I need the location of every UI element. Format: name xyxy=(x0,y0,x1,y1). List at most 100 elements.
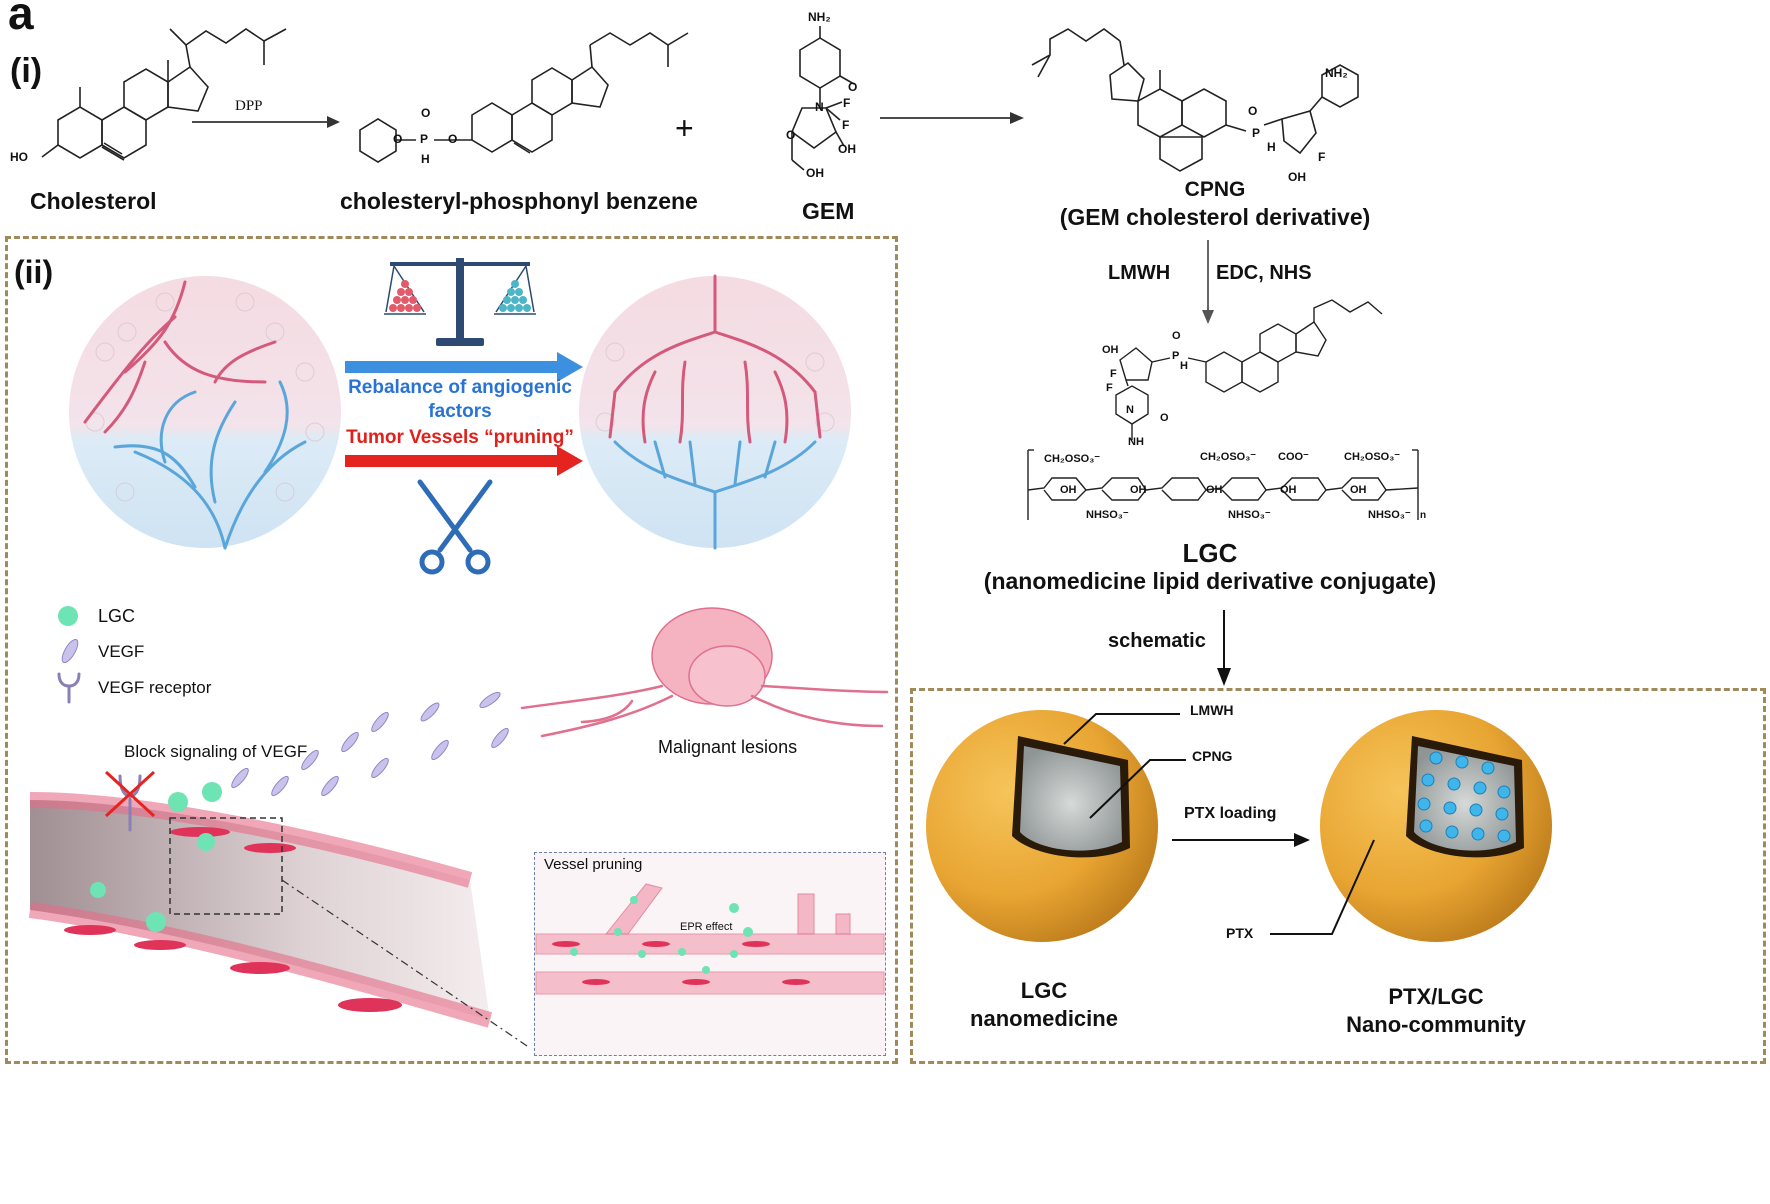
gem-oh2: OH xyxy=(806,166,824,180)
phosphonyl-o-left: O xyxy=(393,132,403,146)
lgc-label-line1: LGC xyxy=(1182,538,1238,568)
blood-vessel-illustration xyxy=(28,782,531,1049)
lgc-nanoparticle-sphere xyxy=(926,710,1158,942)
normalized-vessels-circle xyxy=(579,274,851,550)
lgc-nhso3-3: NHSO₃⁻ xyxy=(1368,509,1411,521)
legend-vegf-icon xyxy=(61,638,79,664)
conjugation-left: LMWH xyxy=(1108,262,1171,284)
cholesterol-ho: HO xyxy=(10,150,28,164)
legend-lgc-dot xyxy=(58,606,78,626)
cpng-p: P xyxy=(1252,126,1261,140)
nano-ptxlgc-line2: Nano-community xyxy=(1346,1012,1526,1037)
lgc-nh: NH xyxy=(1128,436,1144,448)
cpng-label-line1: CPNG xyxy=(1184,178,1246,201)
block-signaling-label: Block signaling of VEGF xyxy=(124,742,308,761)
lgc-n-subscript: n xyxy=(1420,510,1427,521)
lgc-h: H xyxy=(1180,360,1188,372)
legend-vegf-label: VEGF xyxy=(98,642,145,661)
lgc-coo: COO⁻ xyxy=(1278,451,1309,463)
lgc-structure xyxy=(1027,299,1419,520)
gem-n: N xyxy=(815,100,824,114)
cholesterol-structure xyxy=(41,28,287,161)
lgc-oh-top: OH xyxy=(1102,344,1119,356)
lgc-nhso3-1: NHSO₃⁻ xyxy=(1086,509,1129,521)
callout-ptx: PTX xyxy=(1226,925,1254,941)
cpng-o: O xyxy=(1248,104,1258,118)
disordered-vessels-circle xyxy=(69,276,341,550)
phosphonyl-p: P xyxy=(420,132,429,146)
pruning-arrow xyxy=(345,446,583,476)
lgc-ch2oso3-1: CH₂OSO₃⁻ xyxy=(1044,453,1101,465)
lgc-ch2oso3-2: CH₂OSO₃⁻ xyxy=(1200,451,1257,463)
balance-scale-icon xyxy=(384,258,536,346)
lgc-n: N xyxy=(1126,404,1134,416)
lgc-oh-3: OH xyxy=(1206,484,1223,496)
lgc-oh-4: OH xyxy=(1280,484,1297,496)
gem-ring-o: O xyxy=(786,128,796,142)
schematic-label: schematic xyxy=(1108,630,1206,652)
cpng-arrow xyxy=(880,112,1024,124)
vegf-molecules xyxy=(231,691,509,797)
pruning-label: Tumor Vessels “pruning” xyxy=(346,427,574,448)
gem-nh2: NH₂ xyxy=(808,10,831,24)
plus-sign: + xyxy=(675,110,694,146)
nano-lgc-line2: nanomedicine xyxy=(970,1006,1118,1031)
schematic-arrow xyxy=(1217,610,1231,686)
cpng-structure xyxy=(1031,28,1359,172)
lgc-ch2oso3-3: CH₂OSO₃⁻ xyxy=(1344,451,1401,463)
phosphonyl-o-top: O xyxy=(421,106,431,120)
malignant-label: Malignant lesions xyxy=(658,737,798,757)
lgc-f1: F xyxy=(1110,368,1117,380)
cholesterol-label: Cholesterol xyxy=(30,188,157,214)
lgc-oh-1: OH xyxy=(1060,484,1077,496)
rebalance-label-line1: Rebalance of angiogenic xyxy=(348,377,572,398)
panel-letter: a xyxy=(8,0,34,39)
cholesteryl-phosphonyl-structure xyxy=(359,32,689,163)
lgc-nhso3-2: NHSO₃⁻ xyxy=(1228,509,1271,521)
gem-structure xyxy=(791,26,855,171)
epr-effect-label: EPR effect xyxy=(680,921,733,933)
lgc-f2: F xyxy=(1106,382,1113,394)
cpng-oh: OH xyxy=(1288,170,1306,184)
legend-receptor-icon xyxy=(57,672,81,704)
ptx-lgc-nanoparticle-sphere xyxy=(1320,710,1552,942)
phosphonyl-o-right: O xyxy=(448,132,458,146)
part-i-label: (i) xyxy=(10,52,43,90)
lgc-o-ring: O xyxy=(1160,412,1169,424)
intermediate-label: cholesteryl-phosphonyl benzene xyxy=(340,188,698,214)
callout-lines xyxy=(1063,713,1375,935)
gem-f2: F xyxy=(842,118,850,132)
conjugation-arrow xyxy=(1202,240,1214,324)
phosphonyl-h: H xyxy=(421,152,430,166)
blocked-receptor-icon xyxy=(104,770,156,832)
gem-label: GEM xyxy=(802,198,855,224)
vessel-pruning-label: Vessel pruning xyxy=(544,856,643,873)
conjugation-right: EDC, NHS xyxy=(1216,262,1312,284)
scissors-icon xyxy=(417,479,493,575)
ptx-loading-label: PTX loading xyxy=(1184,805,1277,822)
part-ii-label: (ii) xyxy=(14,254,54,290)
lgc-oh-5: OH xyxy=(1350,484,1367,496)
cpng-f: F xyxy=(1318,150,1326,164)
lgc-label-line2: (nanomedicine lipid derivative conjugate… xyxy=(983,568,1437,594)
gem-f1: F xyxy=(843,96,851,110)
legend-lgc-label: LGC xyxy=(98,606,136,626)
cpng-label-line2: (GEM cholesterol derivative) xyxy=(1059,204,1371,230)
lgc-oh-2: OH xyxy=(1130,484,1147,496)
ptx-loading-arrow xyxy=(1172,833,1310,847)
callout-cpng: CPNG xyxy=(1192,748,1233,764)
mechanism-panel xyxy=(5,236,898,1064)
lgc-p: P xyxy=(1172,350,1180,362)
gem-oh1: OH xyxy=(838,142,856,156)
cpng-h: H xyxy=(1267,140,1276,154)
cpng-nh2: NH₂ xyxy=(1325,66,1348,80)
callout-lmwh: LMWH xyxy=(1190,702,1234,718)
dpp-reagent: DPP xyxy=(235,98,263,114)
dpp-arrow xyxy=(192,116,340,128)
lgc-o-top: O xyxy=(1172,330,1181,342)
rebalance-arrow xyxy=(345,352,583,382)
gem-o: O xyxy=(848,80,858,94)
nano-ptxlgc-line1: PTX/LGC xyxy=(1388,984,1484,1009)
nano-lgc-line1: LGC xyxy=(1020,978,1068,1003)
vessel-pruning-drawing xyxy=(535,883,885,995)
